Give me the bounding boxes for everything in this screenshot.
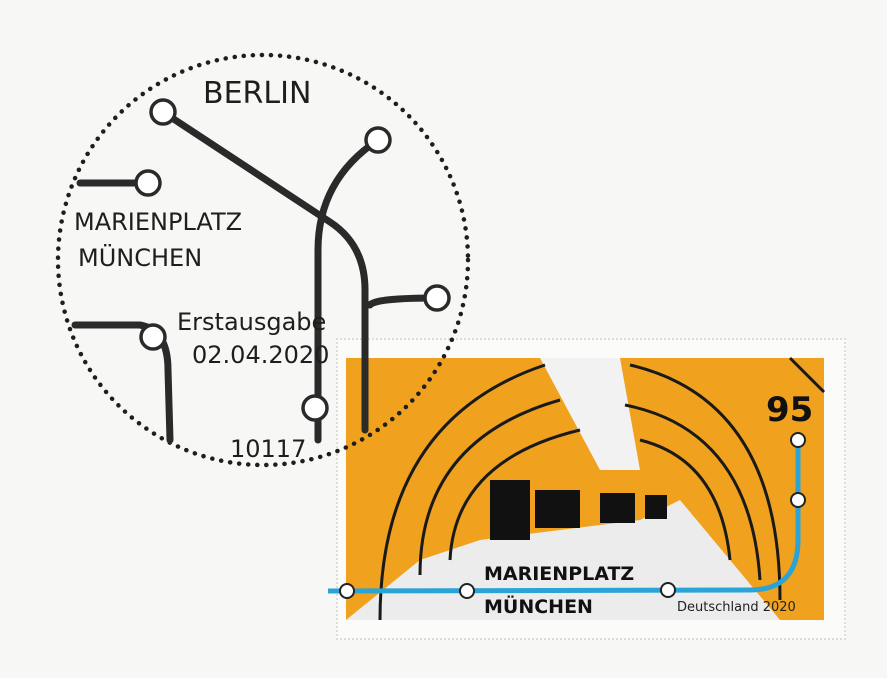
postmark-issue-label: Erstausgabe	[177, 308, 327, 336]
stamp-country: Deutschland	[677, 600, 759, 615]
postmark-date: 02.04.2020	[192, 341, 330, 369]
stamp-title-line2: MÜNCHEN	[484, 596, 593, 618]
stamp-country-year: Deutschland 2020	[677, 600, 796, 615]
postmark	[55, 52, 471, 468]
postmark-station-line2: MÜNCHEN	[78, 244, 203, 272]
stamp-value: 95	[766, 390, 814, 430]
postmark-station-line1: MARIENPLATZ	[74, 208, 243, 236]
postmark-postcode: 10117	[230, 435, 307, 463]
stamp-year: 2020	[762, 600, 796, 615]
postmark-city: BERLIN	[203, 76, 312, 111]
stamp-title-line1: MARIENPLATZ	[484, 563, 635, 585]
stamp-image	[327, 356, 826, 621]
